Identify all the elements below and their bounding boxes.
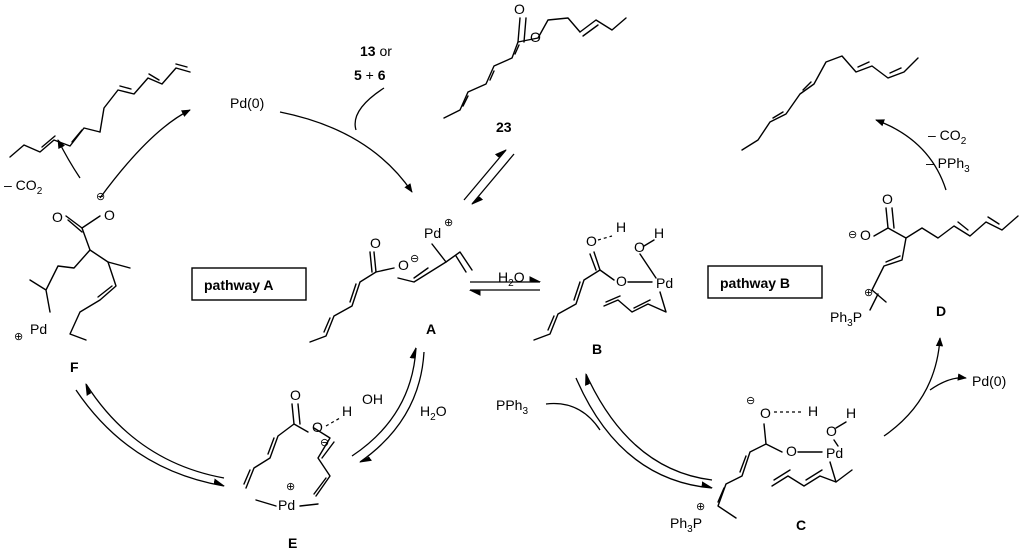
- arrow-D-to-triene: [875, 119, 947, 191]
- eq-E-to-A: [351, 346, 417, 457]
- C-oxygen-2: O: [786, 443, 797, 459]
- compound-A-structure: O O ⊖ Pd ⊕: [309, 217, 473, 343]
- eq-F-to-E: [75, 389, 226, 487]
- pathway-B-box: [707, 265, 823, 299]
- co2-loss-left: – CO2: [4, 177, 43, 197]
- B-water-hydrogen: H: [616, 219, 626, 235]
- compound-E-structure: O O ⊖ H OH ⊕ Pd: [243, 387, 383, 513]
- ester-ether-oxygen: O: [530, 29, 541, 45]
- arrow-Pd0-release: [929, 373, 967, 391]
- B-water-oxygen: O: [634, 239, 645, 255]
- E-carbonyl-oxygen: O: [290, 387, 301, 403]
- C-water-hydrogen: H: [808, 403, 818, 419]
- compound-C-label: C: [796, 517, 806, 533]
- triene-product-right: [741, 55, 919, 151]
- ester-carbonyl-oxygen: O: [514, 1, 525, 17]
- A-plus-charge: ⊕: [444, 217, 453, 229]
- catalyst-5-6-label: 5 + 6: [354, 67, 386, 83]
- B-ether-oxygen: O: [616, 273, 627, 289]
- pathway-A-label: pathway A: [204, 277, 274, 293]
- B-palladium: Pd: [656, 275, 673, 291]
- pph3-reagent-label: PPh3: [496, 397, 528, 417]
- C-water-oxygen: O: [826, 423, 837, 439]
- C-water-hydrogen-2: H: [846, 405, 856, 421]
- A-carboxylate-oxygen: O: [398, 257, 409, 273]
- compound-F-label: F: [70, 359, 79, 375]
- arrow-pph3-entry: [545, 402, 601, 431]
- E-water-OH: OH: [362, 391, 383, 407]
- eq-C-to-B: [585, 372, 713, 481]
- eq-A-to-23: [463, 149, 507, 201]
- C-plus-charge: ⊕: [696, 501, 705, 513]
- A-palladium: Pd: [424, 225, 441, 241]
- compound-E-label: E: [288, 535, 297, 551]
- compound-D-label: D: [936, 303, 946, 319]
- compound-23-structure: O O: [443, 1, 627, 119]
- arrow-Pd0-to-A: [279, 111, 413, 193]
- catalyst-13-or-label: 13 or: [360, 43, 392, 59]
- D-phosphonium: Ph3P: [830, 309, 862, 329]
- compound-B-structure: O H O H O Pd: [533, 219, 673, 341]
- E-plus-charge: ⊕: [286, 481, 295, 493]
- compound-23-label: 23: [496, 119, 512, 135]
- F-plus-charge: ⊕: [14, 331, 23, 343]
- B-water-hydrogen-2: H: [654, 225, 664, 241]
- E-carboxylate-oxygen: O: [312, 419, 323, 435]
- arrow-F-to-triene: [57, 139, 81, 179]
- triene-product-left: [9, 63, 191, 158]
- E-palladium: Pd: [278, 497, 295, 513]
- compound-D-structure: O ⊖ O ⊕ Ph3P: [830, 191, 1019, 329]
- pd0-right-label: Pd(0): [972, 373, 1006, 389]
- compound-A-label: A: [426, 321, 436, 337]
- F-carbonyl-oxygen: O: [52, 209, 63, 225]
- F-carboxylate-oxygen: O: [104, 207, 115, 223]
- compound-B-label: B: [592, 341, 602, 357]
- C-oxygen-1: O: [760, 405, 771, 421]
- pph3-loss-label: – PPh3: [926, 155, 970, 175]
- D-carboxylate-oxygen: O: [860, 227, 871, 243]
- water-label-A-B: H2O: [498, 269, 525, 289]
- arrow-catalyst-entry: [354, 87, 385, 131]
- C-minus-charge: ⊖: [746, 395, 755, 407]
- eq-23-to-A: [471, 153, 515, 205]
- A-minus-charge: ⊖: [410, 253, 419, 265]
- arrow-C-to-D: [883, 337, 944, 437]
- compound-C-structure: ⊖ O H O H O Pd ⊕ Ph3P: [670, 395, 856, 535]
- A-carbonyl-oxygen: O: [370, 235, 381, 251]
- pd0-left-label: Pd(0): [230, 95, 264, 111]
- F-palladium: Pd: [30, 321, 47, 337]
- E-water-H: H: [342, 403, 352, 419]
- arrow-F-to-Pd0: [99, 109, 191, 199]
- D-carbonyl-oxygen: O: [882, 191, 893, 207]
- D-plus-charge: ⊕: [864, 287, 873, 299]
- eq-B-to-C: [575, 377, 714, 489]
- water-label-A-E: H2O: [420, 403, 447, 423]
- co2-loss-right: – CO2: [928, 127, 967, 147]
- C-phosphonium: Ph3P: [670, 515, 702, 535]
- pathway-B-label: pathway B: [720, 275, 790, 291]
- B-carbonyl-oxygen: O: [586, 233, 597, 249]
- E-minus-charge: ⊖: [320, 437, 329, 449]
- compound-F-structure: ⊖ O O ⊕ Pd: [14, 191, 131, 343]
- eq-A-to-E: [359, 351, 425, 463]
- C-palladium: Pd: [826, 445, 843, 461]
- pathway-A-box: [191, 267, 307, 301]
- eq-E-to-F: [85, 383, 225, 479]
- D-minus-charge: ⊖: [848, 229, 857, 241]
